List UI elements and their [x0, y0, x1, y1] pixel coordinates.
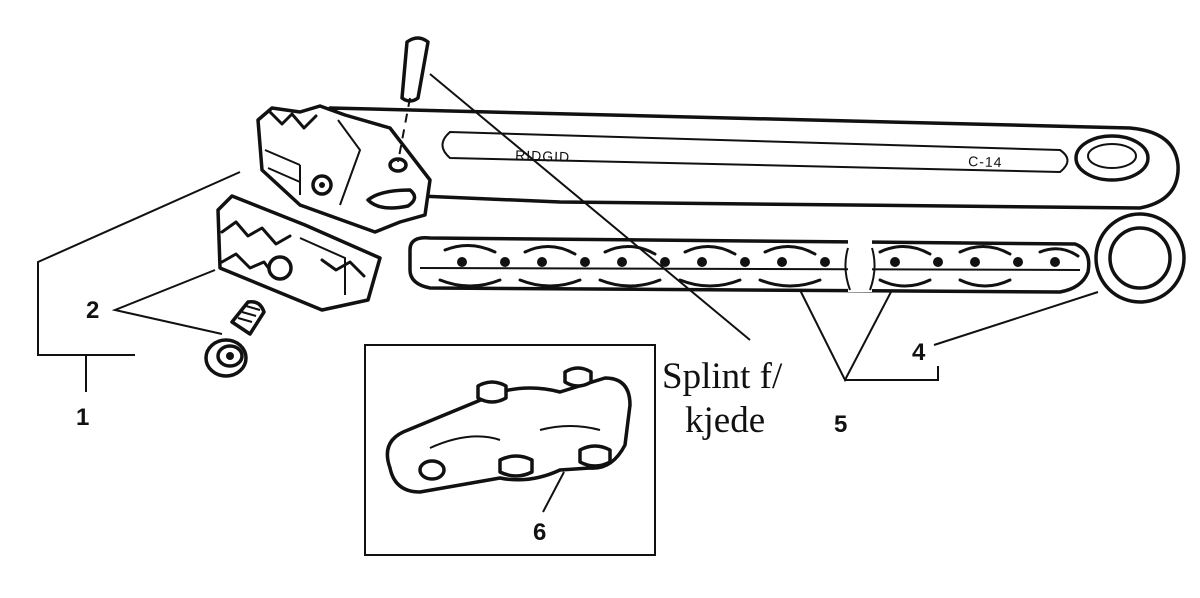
cap-screw	[204, 299, 266, 378]
handle-model-mark: C-14	[968, 153, 1003, 170]
splint-note-line2: kjede	[685, 400, 765, 441]
chain-ring	[1094, 212, 1186, 304]
master-link-detail	[385, 366, 632, 513]
chain-links	[419, 244, 1081, 288]
chain-assembly	[408, 236, 1091, 294]
wrench-handle: RIDGID C-14	[328, 106, 1180, 210]
pin-hole	[388, 157, 408, 173]
detail-inset-box	[364, 344, 656, 556]
callout-4: 4	[912, 339, 926, 366]
handle-brand-mark: RIDGID	[515, 147, 571, 165]
splint-note-line1: Splint f/	[662, 356, 783, 397]
handle-hang-hole	[1074, 134, 1150, 182]
callout-5: 5	[834, 411, 847, 438]
jaw-bolt-hole	[267, 255, 293, 281]
callout-1: 1	[76, 404, 89, 431]
chain-pin	[397, 36, 430, 163]
callout-6: 6	[533, 519, 546, 546]
head-slot	[366, 188, 417, 210]
replaceable-jaw	[216, 194, 382, 312]
wrench-head	[256, 104, 432, 234]
callout-2: 2	[86, 297, 99, 324]
leader-lines	[37, 73, 1099, 392]
